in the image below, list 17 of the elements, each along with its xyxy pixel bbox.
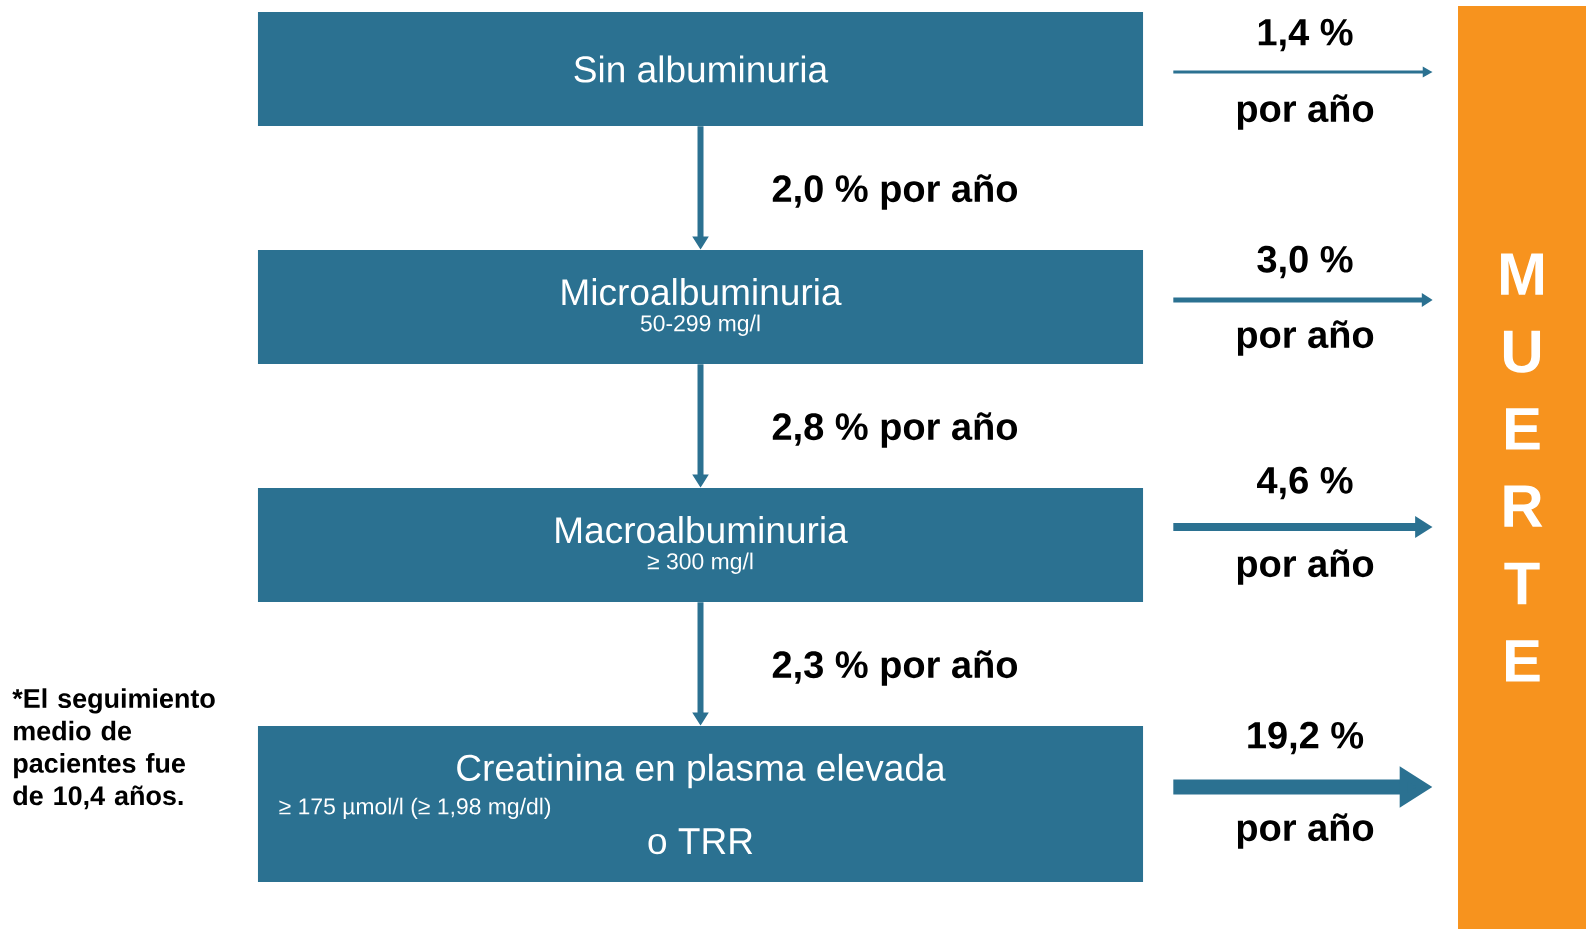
edge-label: 2,3 % por año	[772, 650, 1018, 686]
rate-label: por año	[1237, 813, 1374, 849]
rate-label: por año	[1237, 320, 1374, 356]
edge-label: 1,4 %	[1258, 18, 1353, 52]
edge-label: 4,6 %	[1257, 466, 1353, 500]
rate-label: por año	[1237, 94, 1374, 130]
side-bar: MUERTE	[1458, 6, 1586, 929]
process-box: Microalbuminuria 50-299 mg/l	[257, 250, 1144, 364]
process-box: Creatinina en plasma elevada ≥ 175 µmol/l (≥ 1,98 mg/dl) o TRR	[257, 726, 1144, 882]
process-box: Macroalbuminuria ≥ 300 mg/l	[257, 488, 1144, 602]
edge-label: 2,8 % por año	[772, 412, 1018, 448]
edge-label: 19,2 %	[1248, 721, 1364, 755]
rate-label: por año	[1237, 549, 1374, 585]
edge-label: 3,0 %	[1257, 245, 1353, 279]
process-box: Sin albuminuria	[257, 12, 1144, 126]
footnote: *El seguimiento medio de pacientes fue de 10,4 años.	[12, 688, 215, 810]
edge-label: 2,0 % por año	[772, 174, 1018, 210]
